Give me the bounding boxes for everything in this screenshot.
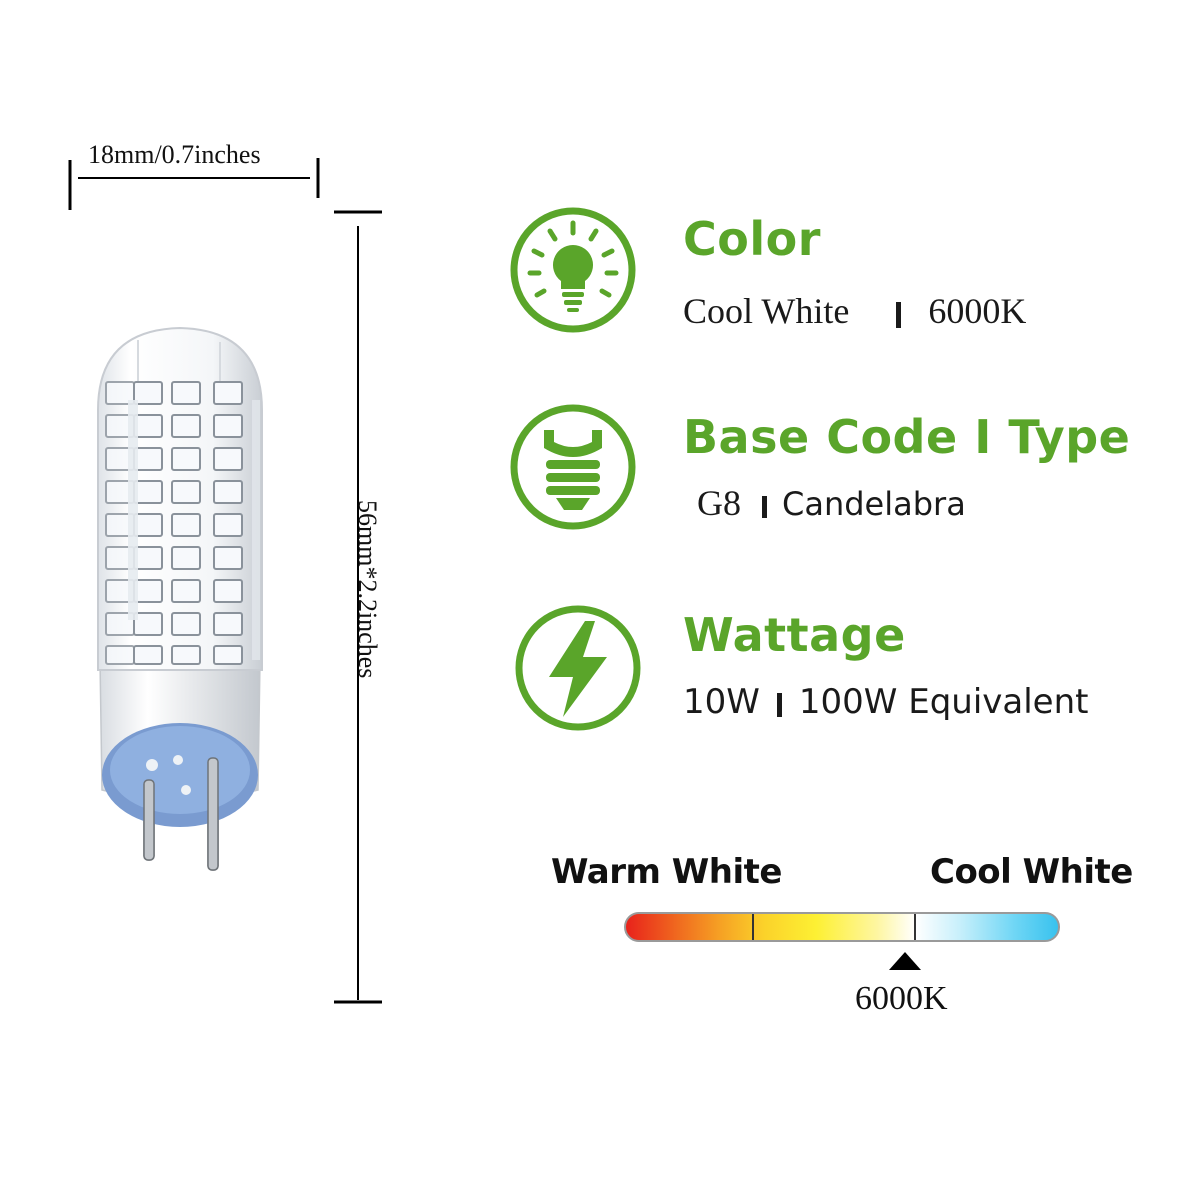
- temperature-marker-icon: [889, 952, 921, 970]
- scale-left-label: Warm White: [551, 852, 782, 892]
- spec-value-left: G8: [697, 483, 741, 523]
- width-dimension-label: 18mm/0.7inches: [88, 140, 261, 169]
- height-dimension-label: 56mm*2.2inches: [353, 500, 382, 679]
- separator: [896, 301, 902, 328]
- spec-value-left: 10W: [683, 682, 760, 722]
- spec-value-base-code: G8 Candelabra: [697, 482, 966, 524]
- spec-value-right: 6000K: [928, 291, 1027, 331]
- scale-tick: [914, 914, 916, 940]
- led-bulb-image: [97, 326, 263, 871]
- scale-tick: [752, 914, 754, 940]
- spec-value-right: Candelabra: [782, 485, 966, 523]
- bulb-base-icon: [510, 404, 636, 530]
- spec-value-color: Cool White 6000K: [683, 290, 1026, 332]
- spec-value-wattage: 10W 100W Equivalent: [683, 680, 1088, 722]
- spec-title-base-code: Base Code I Type: [683, 410, 1131, 464]
- lightbulb-icon: [510, 207, 636, 333]
- spec-title-color: Color: [683, 212, 821, 266]
- separator: [762, 495, 767, 518]
- spec-value-right: 100W Equivalent: [798, 682, 1089, 722]
- temperature-marker-label: 6000K: [855, 980, 948, 1017]
- color-temperature-bar: [624, 912, 1060, 942]
- spec-title-wattage: Wattage: [683, 608, 906, 662]
- separator: [776, 692, 782, 717]
- lightning-icon: [515, 605, 641, 731]
- scale-right-label: Cool White: [930, 852, 1133, 892]
- spec-value-left: Cool White: [683, 291, 850, 331]
